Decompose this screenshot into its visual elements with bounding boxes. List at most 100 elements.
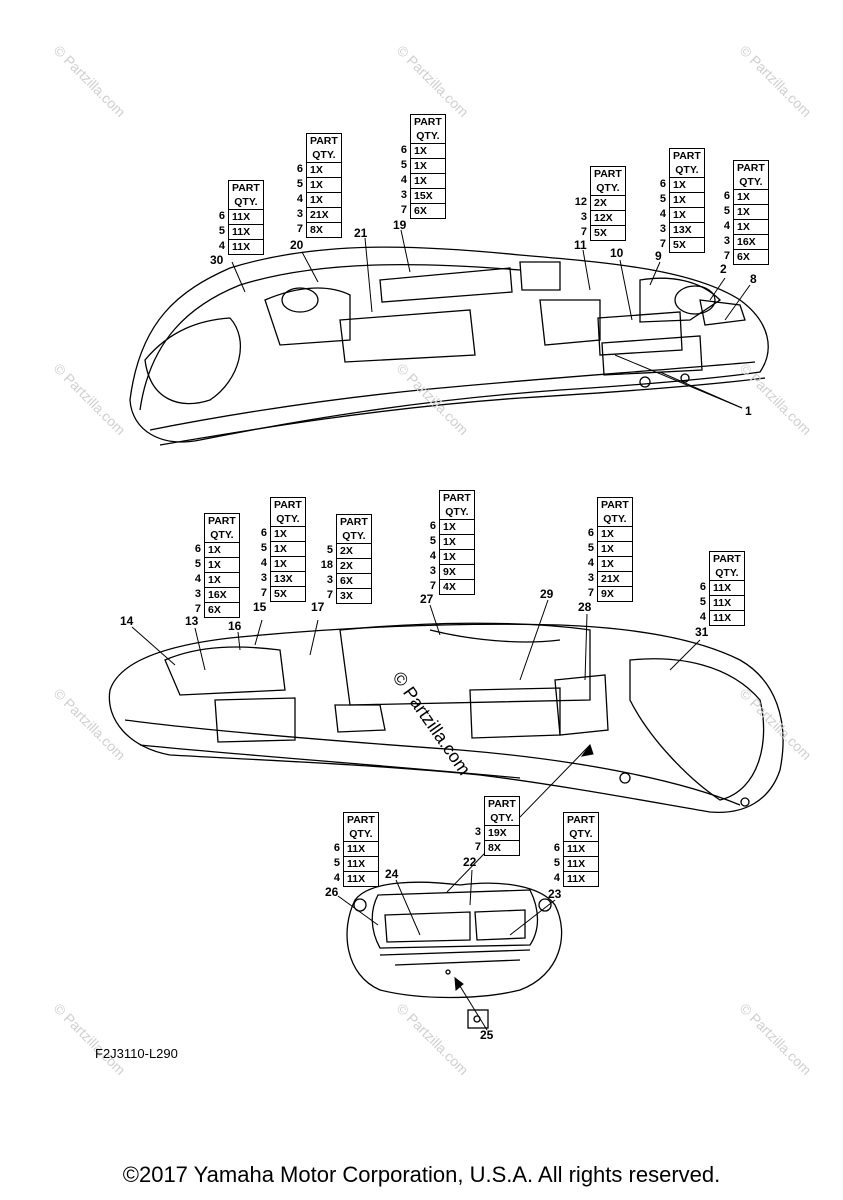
- part-number: 4: [218, 240, 225, 252]
- qty-value: 11X: [232, 211, 251, 223]
- qty-row: 11X: [564, 856, 598, 871]
- qty-row: 6X: [734, 249, 768, 264]
- qty-row: 11X: [564, 841, 598, 856]
- qty-table-header: PART: [232, 182, 260, 194]
- copyright-footer: ©2017 Yamaha Motor Corporation, U.S.A. A…: [122, 1162, 721, 1187]
- qty-row: 11X: [344, 841, 378, 856]
- part-number: 3: [474, 826, 481, 838]
- qty-table-header: PART: [208, 515, 236, 527]
- qty-row: 13X: [670, 222, 704, 237]
- part-number: 4: [429, 550, 436, 562]
- qty-row: 1X: [205, 542, 239, 557]
- qty-row: 1X: [734, 219, 768, 234]
- qty-row: 6X: [205, 602, 239, 617]
- part-number: 7: [429, 580, 436, 592]
- qty-row: 1X: [271, 526, 305, 541]
- part-number: 3: [429, 565, 436, 577]
- qty-value: 21X: [310, 209, 329, 221]
- qty-row: 1X: [307, 177, 341, 192]
- callout-24: 24: [385, 867, 399, 881]
- qty-value: 8X: [488, 842, 501, 854]
- qty-table-header: PART: [737, 162, 765, 174]
- part-number: 7: [194, 603, 201, 615]
- callout-13: 13: [185, 614, 199, 628]
- part-number: 3: [659, 223, 666, 235]
- qty-row: 21X: [598, 571, 632, 586]
- part-number: 3: [580, 211, 587, 223]
- qty-row: 5X: [670, 237, 704, 252]
- qty-value: 13X: [673, 224, 692, 236]
- qty-value: 1X: [737, 221, 750, 233]
- qty-row: 19X: [485, 825, 519, 840]
- qty-value: 16X: [737, 236, 756, 248]
- qty-value: 1X: [601, 528, 614, 540]
- part-number: 4: [659, 208, 666, 220]
- qty-value: 11X: [347, 858, 366, 870]
- qty-row: 16X: [734, 234, 768, 249]
- qty-row: 13X: [271, 571, 305, 586]
- callout-28: 28: [578, 600, 592, 614]
- callout-9: 9: [655, 249, 662, 263]
- part-number: 6: [218, 210, 225, 222]
- part-number: 4: [699, 611, 706, 623]
- part-number: 6: [400, 144, 407, 156]
- qty-value: 1X: [673, 194, 686, 206]
- qty-table-header: QTY.: [210, 529, 234, 541]
- callout-26: 26: [325, 885, 339, 899]
- qty-value: 15X: [414, 190, 433, 202]
- qty-row: 1X: [670, 177, 704, 192]
- qty-value: 19X: [488, 827, 507, 839]
- inset-detail-illustration: [346, 881, 563, 1029]
- qty-row: 1X: [734, 204, 768, 219]
- qty-value: 11X: [232, 241, 251, 253]
- diagram-code: F2J3110-L290: [95, 1046, 178, 1061]
- part-number: 7: [723, 250, 730, 262]
- callout-30: 30: [210, 253, 224, 267]
- qty-row: 1X: [440, 549, 474, 564]
- qty-row: 6X: [337, 573, 371, 588]
- qty-value: 9X: [601, 588, 614, 600]
- qty-value: 1X: [208, 544, 221, 556]
- qty-row: 1X: [411, 173, 445, 188]
- qty-row: 11X: [710, 610, 744, 625]
- qty-table-header: PART: [601, 499, 629, 511]
- qty-row: 5X: [271, 586, 305, 601]
- callout-2: 2: [720, 262, 727, 276]
- qty-value: 11X: [713, 612, 732, 624]
- qty-row: 1X: [598, 541, 632, 556]
- part-number: 4: [194, 573, 201, 585]
- qty-row: 1X: [440, 534, 474, 549]
- qty-value: 1X: [601, 543, 614, 555]
- qty-value: 12X: [594, 212, 613, 224]
- part-number: 6: [723, 190, 730, 202]
- qty-value: 6X: [340, 575, 353, 587]
- qty-value: 21X: [601, 573, 620, 585]
- part-number: 7: [326, 589, 333, 601]
- bottom-deck-illustration: [108, 622, 784, 814]
- part-number: 7: [260, 587, 267, 599]
- qty-value: 5X: [594, 227, 607, 239]
- qty-table-header: PART: [488, 798, 516, 810]
- part-number: 7: [474, 841, 481, 853]
- qty-row: 11X: [710, 595, 744, 610]
- qty-value: 1X: [274, 558, 287, 570]
- part-number: 3: [400, 189, 407, 201]
- qty-value: 1X: [310, 164, 323, 176]
- qty-value: 2X: [340, 560, 353, 572]
- part-number: 5: [326, 544, 333, 556]
- qty-value: 5X: [274, 588, 287, 600]
- qty-value: 11X: [567, 858, 586, 870]
- callout-15: 15: [253, 600, 267, 614]
- qty-row: 11X: [229, 209, 263, 224]
